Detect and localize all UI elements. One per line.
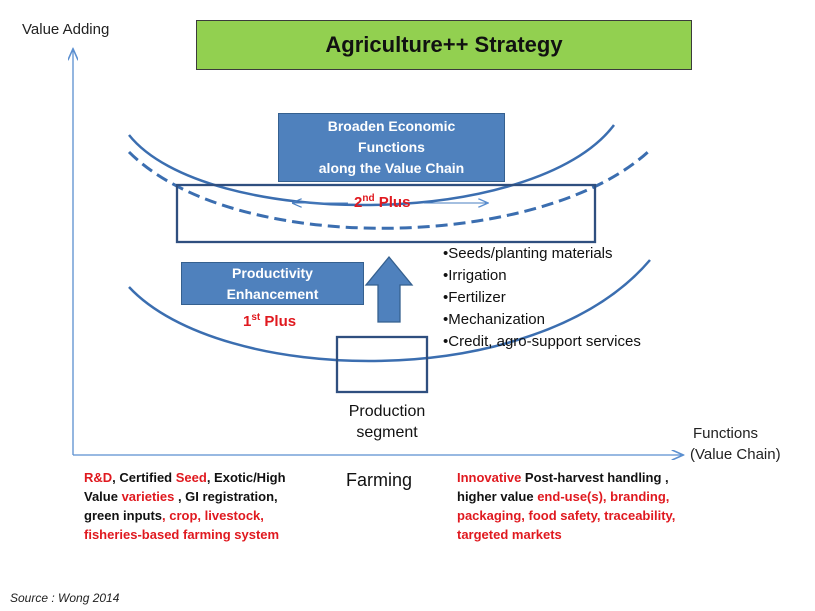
upstream-note: R&D, Certified Seed, Exotic/High Value v… (84, 468, 334, 544)
lower-value-curve (128, 259, 651, 363)
note-text: higher value (457, 489, 538, 504)
upstream-note-line: R&D, Certified Seed, Exotic/High (84, 468, 334, 487)
source-citation: Source : Wong 2014 (10, 591, 120, 605)
production-line-1: Production (348, 403, 426, 420)
y-axis-label: Value Adding (22, 21, 110, 38)
second-plus-number: 2 (354, 194, 363, 211)
second-plus-frame (175, 183, 597, 244)
second-plus-label: 2nd Plus (354, 193, 410, 211)
x-axis-sublabel: (Value Chain) (690, 446, 781, 463)
inputs-list-item: •Mechanization (443, 311, 545, 328)
downstream-note-line: Innovative Post-harvest handling , (457, 468, 717, 487)
first-plus-suffix: st (251, 312, 261, 323)
x-axis-label: Functions (693, 425, 759, 442)
note-end-use: end-use(s), branding, (537, 489, 670, 504)
note-text: Value (84, 489, 122, 504)
note-text: Post-harvest handling , (521, 470, 669, 485)
production-segment-label: Production segment (330, 401, 444, 443)
downstream-note-line: packaging, food safety, traceability, (457, 506, 717, 525)
downstream-note-line: targeted markets (457, 525, 717, 544)
broaden-line-3: along the Value Chain (318, 160, 465, 176)
inputs-list-item: •Credit, agro-support services (443, 333, 641, 350)
broaden-line-1: Broaden Economic (327, 118, 456, 134)
upstream-note-line: green inputs, crop, livestock, (84, 506, 334, 525)
first-plus-word: Plus (260, 313, 297, 330)
upstream-note-line: fisheries-based farming system (84, 525, 334, 544)
note-text: , Certified (112, 470, 176, 485)
note-text: , Exotic/High (206, 470, 286, 485)
note-varieties: varieties (121, 489, 175, 504)
note-text: green inputs (84, 508, 163, 523)
productivity-line-1: Productivity (232, 264, 313, 281)
broaden-line-2: Functions (358, 139, 425, 155)
upper-value-curve (128, 124, 615, 207)
inputs-list-item: •Seeds/planting materials (443, 245, 613, 262)
second-plus-word: Plus (374, 194, 411, 211)
productivity-enhancement-box: Productivity Enhancement (181, 262, 364, 305)
inputs-list: •Seeds/planting materials •Irrigation •F… (443, 243, 641, 353)
inputs-list-item: •Irrigation (443, 267, 507, 284)
broaden-functions-box: Broaden Economic Functions along the Val… (278, 113, 505, 182)
note-text: , GI registration, (174, 489, 278, 504)
downstream-note-line: higher value end-use(s), branding, (457, 487, 717, 506)
first-plus-label: 1st Plus (243, 312, 296, 330)
upstream-note-line: Value varieties , GI registration, (84, 487, 334, 506)
downstream-note: Innovative Post-harvest handling , highe… (457, 468, 717, 544)
up-arrow (364, 255, 414, 323)
note-fisheries: fisheries-based farming system (84, 527, 280, 542)
page-title: Agriculture++ Strategy (196, 20, 692, 70)
note-rd: R&D (84, 470, 113, 485)
note-crop-livestock: , crop, livestock, (162, 508, 264, 523)
production-line-2: segment (356, 424, 418, 441)
second-plus-suffix: nd (362, 193, 375, 204)
inputs-list-item: •Fertilizer (443, 289, 506, 306)
farming-label: Farming (346, 470, 413, 490)
production-frame (335, 335, 429, 394)
productivity-line-2: Enhancement (226, 285, 319, 302)
note-markets: targeted markets (457, 527, 562, 542)
note-seed: Seed (175, 470, 207, 485)
note-packaging: packaging, food safety, traceability, (457, 508, 676, 523)
first-plus-number: 1 (243, 313, 252, 330)
note-innovative: Innovative (457, 470, 522, 485)
